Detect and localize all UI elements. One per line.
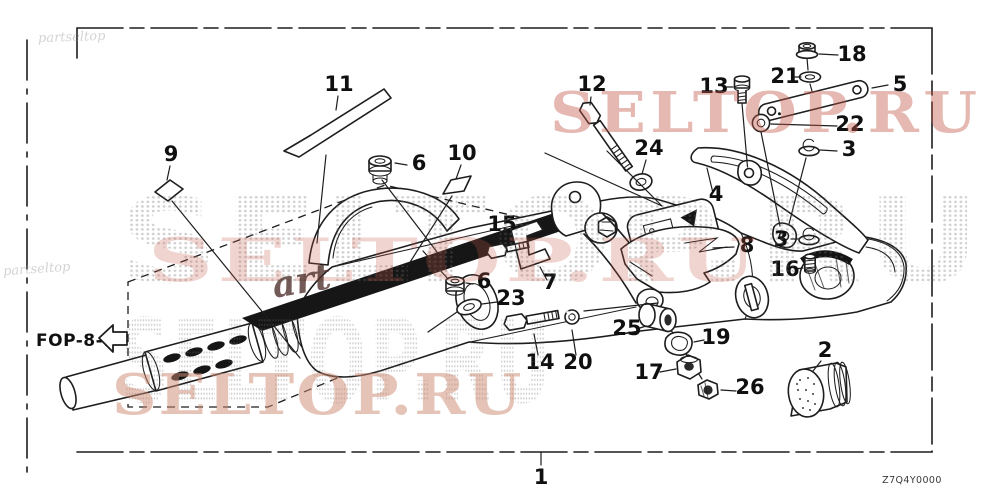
callout-13: 13 xyxy=(699,74,728,98)
callout-18: 18 xyxy=(837,42,866,66)
part-25-bushing xyxy=(638,302,677,333)
callout-25: 25 xyxy=(612,316,641,340)
callout-3a: 3 xyxy=(842,137,857,161)
callout-23: 23 xyxy=(496,286,525,310)
part-10-label-strip xyxy=(442,175,472,195)
callout-16: 16 xyxy=(770,257,799,281)
callout-11: 11 xyxy=(324,72,353,96)
callout-20: 20 xyxy=(563,350,592,374)
callout-15: 15 xyxy=(487,212,516,236)
part-7-bracket xyxy=(510,220,551,270)
callout-6b: 6 xyxy=(477,269,492,293)
leader-lines xyxy=(166,53,889,466)
part-2-knob xyxy=(787,361,851,418)
page-ref-label: FOP-8-1 xyxy=(36,331,116,351)
callout-5: 5 xyxy=(893,72,908,96)
callout-1: 1 xyxy=(534,465,549,489)
part-8-cover xyxy=(620,225,740,294)
part-16-screw xyxy=(803,253,816,274)
knob-knurl-dots xyxy=(796,377,816,411)
part-12-bolt xyxy=(578,101,634,172)
drawing-code: Z7Q4Y0000 xyxy=(882,475,942,486)
part-21-washer xyxy=(798,71,822,83)
callout-26: 26 xyxy=(735,375,764,399)
part-13-bolt xyxy=(733,75,751,104)
callout-3b: 3 xyxy=(774,227,789,251)
part-6-grommet-upper xyxy=(368,155,392,185)
part-22-washer xyxy=(751,113,771,133)
part-14-bolt xyxy=(503,309,560,332)
callout-numbers: 1 2 3 3 4 5 6 6 7 8 9 10 11 12 13 14 15 … xyxy=(164,42,908,489)
part-18-nut xyxy=(795,41,819,60)
part-19-clip xyxy=(664,331,693,356)
part-20-washer xyxy=(564,309,580,325)
part-17-nut xyxy=(676,354,702,380)
callout-9: 9 xyxy=(164,142,179,166)
callout-8: 8 xyxy=(740,233,755,257)
housing-outline xyxy=(296,196,908,378)
callout-4: 4 xyxy=(709,182,724,206)
carry-handle-loop xyxy=(308,187,460,266)
handle-grip xyxy=(59,308,309,411)
part-9-label-sticker xyxy=(154,179,184,202)
part-15-bolt xyxy=(486,240,530,260)
part-6-grommet-lower xyxy=(445,275,465,296)
callout-7: 7 xyxy=(543,270,558,294)
callout-19: 19 xyxy=(701,325,730,349)
callout-12: 12 xyxy=(577,72,606,96)
callout-21: 21 xyxy=(770,64,799,88)
page-reference: FOP-8-1 xyxy=(36,324,128,353)
part-4-curved-arm xyxy=(690,146,869,254)
part-3-washer-upper xyxy=(798,138,820,157)
pivot-arm-assembly xyxy=(550,181,703,380)
part-11-pad xyxy=(283,88,392,158)
part-3-washer-lower xyxy=(798,227,820,246)
part-26-nut xyxy=(697,379,719,400)
callout-6a: 6 xyxy=(412,151,427,175)
grip-slots xyxy=(163,335,247,381)
callout-22: 22 xyxy=(835,112,864,136)
callout-17: 17 xyxy=(634,360,663,384)
callout-10: 10 xyxy=(447,141,476,165)
callout-14: 14 xyxy=(525,350,554,374)
part-24-washer xyxy=(629,173,653,191)
callout-2: 2 xyxy=(818,338,833,362)
shift-dial xyxy=(734,275,770,319)
page-ref-arrow-icon xyxy=(98,324,128,353)
page-frame xyxy=(26,27,933,479)
part-23-washer xyxy=(456,298,482,316)
callout-24: 24 xyxy=(634,136,663,160)
